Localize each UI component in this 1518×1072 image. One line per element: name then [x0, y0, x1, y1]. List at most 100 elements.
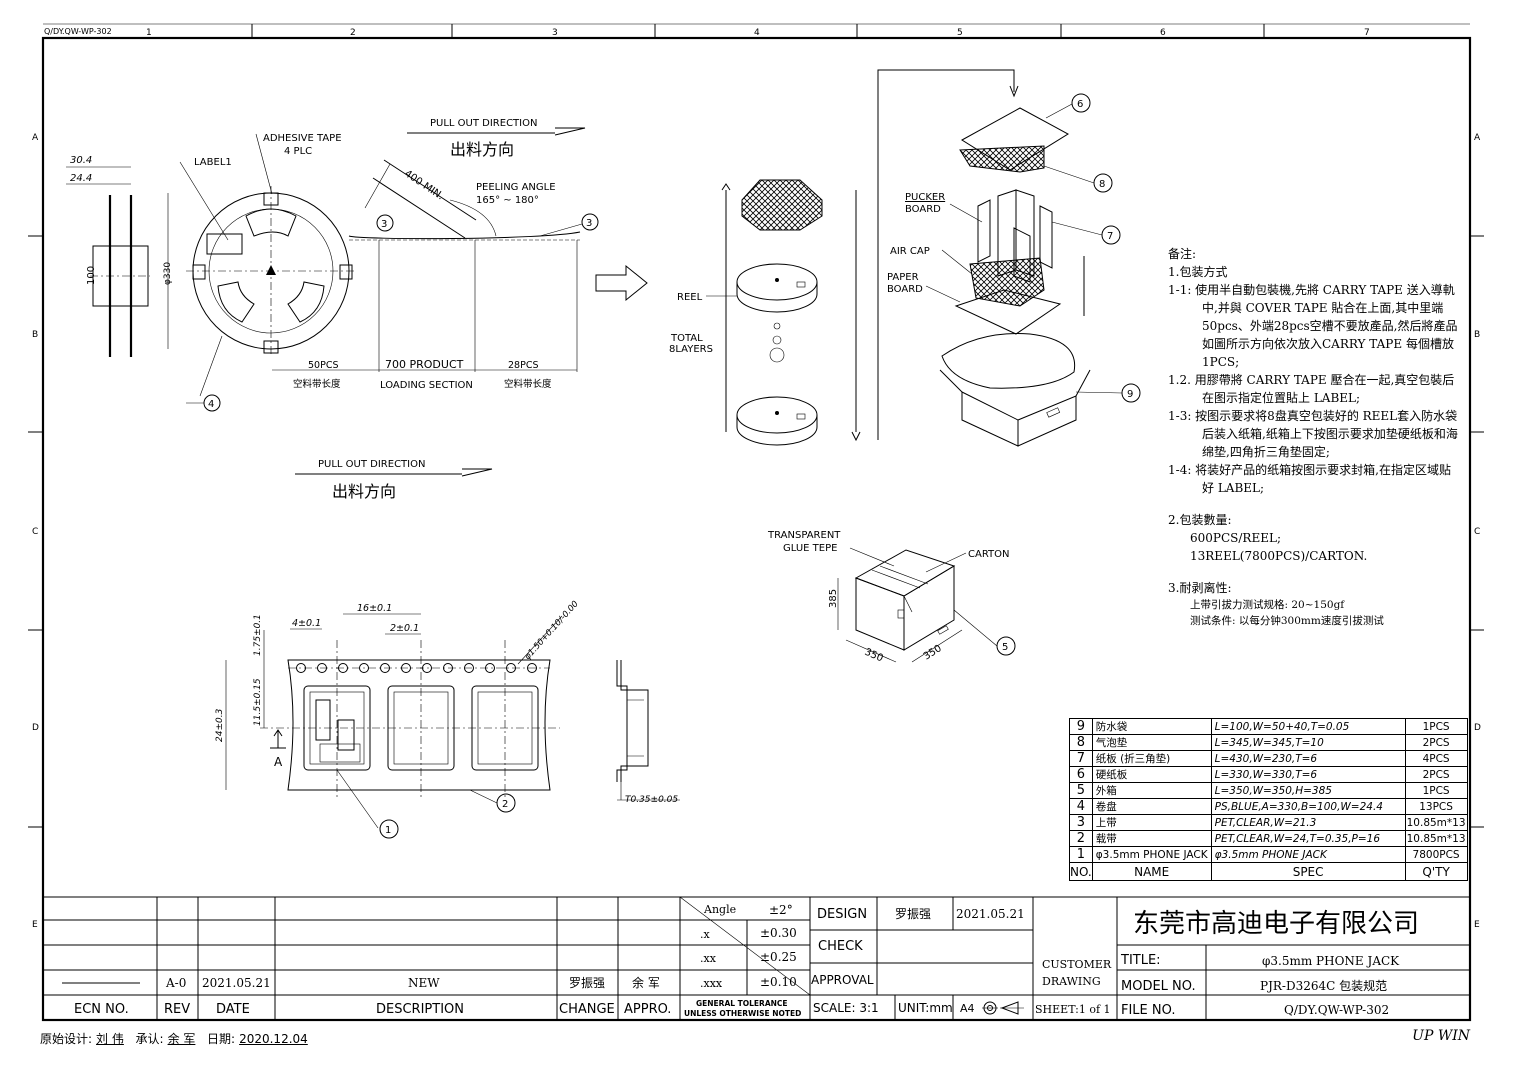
bom-no: 1	[1069, 846, 1093, 863]
seg-right-label: 空料带长度	[504, 378, 552, 390]
seg-mid-label: LOADING SECTION	[380, 380, 473, 391]
change-value: 罗振强	[569, 976, 605, 990]
bom-spec: φ3.5mm PHONE JACK	[1210, 846, 1406, 863]
designer-name: 刘 伟	[96, 1032, 124, 1046]
layers-text: 8LAYERS	[669, 344, 713, 355]
zone-col-5: 5	[957, 28, 963, 38]
reel-front-view: φ330 LABEL1 ADHESIVE TAPE 4 PLC 4	[163, 133, 356, 412]
note-1-2: 1.2. 用膠帶將 CARRY TAPE 壓合在一起,真空包裝后在图示指定位置貼…	[1168, 373, 1455, 405]
note-1-1: 1-1: 使用半自動包裝機,先將 CARRY TAPE 送入導軌中,并與 COV…	[1168, 283, 1458, 369]
callout-2: 2	[502, 799, 508, 810]
bom-spec: L=430,W=230,T=6	[1210, 750, 1406, 767]
bom-name: 载带	[1091, 830, 1212, 847]
description-value: NEW	[408, 976, 440, 990]
projection-symbol-icon	[982, 1001, 1024, 1015]
designer-label: 原始设计:	[40, 1032, 93, 1046]
notes-block: 备注: 1.包装方式 1-1: 使用半自動包裝機,先將 CARRY TAPE 送…	[1168, 245, 1458, 629]
zone-row-e-right: E	[1474, 920, 1480, 930]
callout-8: 8	[1099, 179, 1105, 190]
bom-spec: PS,BLUE,A=330,B=100,W=24.4	[1210, 798, 1406, 815]
callout-6: 6	[1077, 99, 1083, 110]
note-1-4: 1-4: 将装好产品的纸箱按图示要求封箱,在指定区域贴好 LABEL;	[1168, 463, 1451, 495]
paper-board-2: BOARD	[887, 284, 923, 295]
pull-out-direction-top: PULL OUT DIRECTION	[430, 118, 537, 129]
zone-row-c: C	[32, 527, 38, 537]
zone-col-7: 7	[1364, 28, 1370, 38]
dim-30-4: 30.4	[70, 155, 92, 166]
transparent-text-1: TRANSPARENT	[767, 530, 841, 541]
zone-row-d: D	[32, 723, 39, 733]
zone-col-2: 2	[350, 28, 356, 38]
a4-label: A4	[960, 1002, 975, 1015]
unit-label: UNIT:mm	[898, 1001, 953, 1015]
bom-name: 外箱	[1091, 782, 1212, 799]
callout-3-left: 3	[381, 219, 387, 230]
zone-col-3: 3	[552, 28, 558, 38]
seg-right-count: 28PCS	[508, 360, 538, 371]
zone-col-1: 1	[146, 28, 152, 38]
zone-col-4: 4	[754, 28, 760, 38]
bom-spec: L=100,W=50+40,T=0.05	[1210, 718, 1406, 735]
bom-qty: 13PCS	[1404, 798, 1468, 815]
dim-350-b: 350	[922, 643, 944, 662]
peel-spec: 上带引拔力测试规格: 20~150gf	[1190, 599, 1345, 611]
drawing-frame: 1 2 3 4 5 6 7 A B C D E A B C D E Q/DY.Q…	[28, 23, 1484, 1022]
process-arrow	[595, 264, 648, 302]
x-label: .x	[700, 928, 710, 941]
callout-3-right: 3	[586, 218, 592, 229]
angle-label: Angle	[703, 903, 736, 916]
rev-value: A-0	[165, 976, 186, 990]
xxx-tol: ±0.10	[760, 975, 797, 989]
description-label: DESCRIPTION	[376, 1002, 464, 1017]
bom-name: φ3.5mm PHONE JACK	[1091, 846, 1212, 863]
carton-view: TRANSPARENT GLUE TEPE CARTON 385 350 350…	[767, 530, 1016, 665]
bom-qty: 4PCS	[1404, 750, 1468, 767]
footer-date-label: 日期:	[207, 1032, 236, 1046]
label1-text: LABEL1	[194, 157, 232, 168]
title-label: TITLE:	[1120, 953, 1161, 968]
air-cap-text: AIR CAP	[890, 246, 930, 257]
dim-24-4: 24.4	[70, 173, 92, 184]
bom-header-spec: SPEC	[1210, 862, 1406, 881]
customer-label-1: CUSTOMER	[1042, 958, 1112, 971]
general-tolerance-1: GENERAL TOLERANCE	[696, 999, 788, 1008]
peeling-angle-text: PEELING ANGLE	[476, 182, 556, 193]
zone-row-d-right: D	[1474, 723, 1481, 733]
dim-350-a: 350	[863, 647, 885, 665]
bom-qty: 10.85m*13	[1404, 814, 1468, 831]
zone-row-a: A	[32, 133, 39, 143]
carrier-tape-view: 16±0.1 4±0.1 2±0.1 1.75±0.1 11.5±0.15 24…	[215, 599, 680, 839]
zone-row-b: B	[32, 330, 38, 340]
brand-mark: UP WIN	[1412, 1028, 1470, 1044]
approval-label: APPROVAL	[811, 973, 874, 987]
zone-row-b-right: B	[1474, 330, 1480, 340]
callout-5: 5	[1002, 642, 1008, 653]
ecn-label: ECN NO.	[74, 1002, 129, 1017]
dim-400-min: 400 MIN.	[402, 168, 445, 202]
xxx-label: .xxx	[700, 977, 723, 990]
date-label: DATE	[216, 1002, 250, 1017]
file-label: FILE NO.	[1121, 1003, 1175, 1018]
bom-name: 纸板 (折三角垫)	[1091, 750, 1212, 767]
top-corner-label: Q/DY.QW-WP-302	[44, 27, 112, 36]
dim-2: 2±0.1	[390, 623, 419, 634]
bom-name: 上带	[1091, 814, 1212, 831]
bom-header-name: NAME	[1091, 862, 1212, 881]
date-value: 2021.05.21	[202, 976, 271, 990]
dim-11-5: 11.5±0.15	[253, 678, 263, 726]
reel-stack-view: REEL TOTAL 8LAYERS	[669, 179, 861, 446]
bom-qty: 2PCS	[1404, 734, 1468, 751]
notes-section-3: 3.耐剥离性:	[1168, 581, 1232, 595]
bom-qty: 1PCS	[1404, 782, 1468, 799]
notes-section-1: 1.包装方式	[1168, 265, 1228, 279]
bom-qty: 10.85m*13	[1404, 830, 1468, 847]
xx-label: .xx	[700, 952, 717, 965]
carton-text: CARTON	[968, 549, 1010, 560]
